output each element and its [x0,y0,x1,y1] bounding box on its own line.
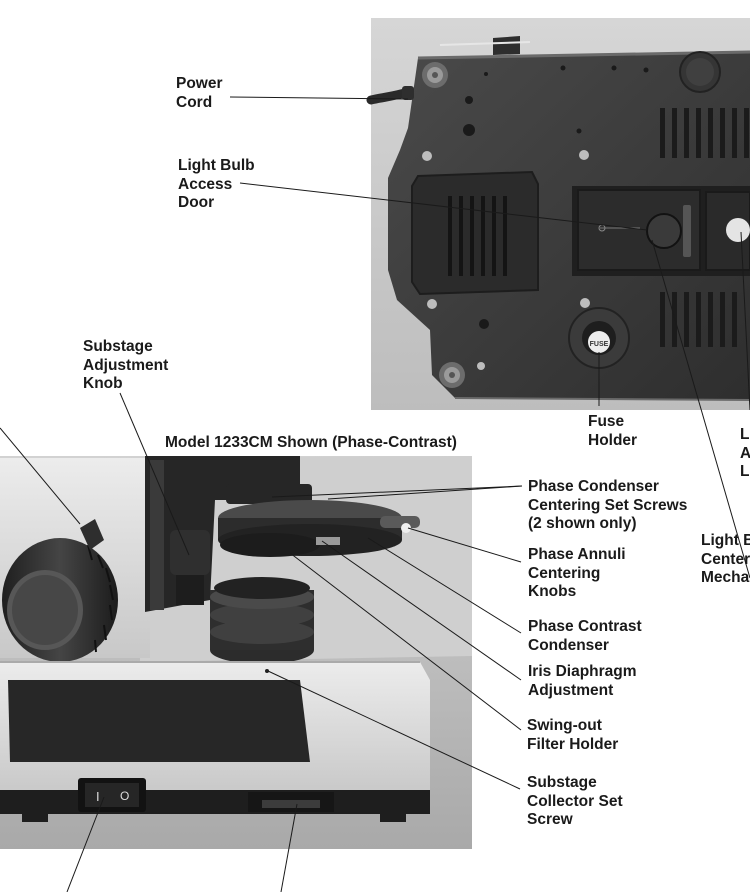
vents-lower-right [660,292,737,347]
callout-line: Mecha [701,569,750,586]
callout-line: Center [701,550,750,568]
callout-line: Condenser [528,636,609,654]
collector-stack [210,577,314,664]
vent-cover [411,170,539,296]
switch-off-symbol: O [120,789,129,803]
intensity-wheel [248,792,334,812]
callout-line: Access [178,175,233,193]
callout-line: Centering Set Screws [528,496,688,514]
focus-knob [2,538,118,662]
callout-line: Adjustment [528,681,614,699]
callout-substage-adjustment-knob: Substage Adjustment Knob [83,338,168,394]
leader-contrast-condenser [367,537,522,634]
leader-right-cut [740,231,750,411]
leader-lines [0,96,750,892]
callout-cut-right-upper: L A L [740,426,750,482]
callout-phase-condenser-screws: Phase Condenser Centering Set Screws (2 … [528,478,687,534]
callout-line: A [740,444,750,462]
callout-line: Substage [527,774,597,791]
callout-line: Phase Annuli [528,546,626,563]
callout-line: Filter Holder [527,735,619,753]
callout-line: Screw [527,811,573,828]
condenser-shape [218,484,420,557]
figure-caption: Model 1233CM Shown (Phase-Contrast) [165,434,457,451]
leader-filter-holder [289,552,522,731]
leader-bulb-door [239,182,648,231]
leader-substage-knob [119,392,190,556]
callout-line: Knob [83,375,123,392]
leader-collector-screw [267,670,521,790]
vents-upper-right [660,108,749,158]
callout-iris-diaphragm-adjustment: Iris Diaphragm Adjustment [528,663,637,700]
callout-line: Light B [701,532,750,549]
callout-light-bulb-access-door: Light Bulb Access Door [178,157,255,213]
callout-phase-annuli-knobs: Phase Annuli Centering Knobs [528,546,626,602]
callout-line: (2 shown only) [528,515,637,532]
callout-line: L [740,463,750,480]
callout-line: Cord [176,93,213,111]
substage-knob [80,519,210,605]
callout-line: Iris Diaphragm [528,663,637,680]
callout-line: Substage [83,338,153,355]
bottom-photo: I O [0,456,472,849]
leader-focus-knob [0,427,81,525]
callout-line: Phase Contrast [528,618,642,635]
leader-condenser-screw-a [271,485,523,498]
callout-line: Fuse [588,413,625,430]
callout-swing-out-filter-holder: Swing-out Filter Holder [527,717,618,754]
callout-substage-collector-screw: Substage Collector Set Screw [527,774,623,830]
fuse-holder-shape: FUSE [568,307,630,369]
leader-switch [66,796,105,892]
callout-phase-contrast-condenser: Phase Contrast Condenser [528,618,642,655]
callout-line: Swing-out [527,717,602,734]
top-photo: FUSE [366,18,750,410]
leader-wheel [280,803,298,892]
screw-bottom-left [439,362,465,388]
callout-line: Adjustment [83,356,169,374]
switch-on-symbol: I [96,789,100,804]
callout-line: Knobs [528,583,577,600]
leader-bulb-centering-mechanism [651,239,750,579]
base-housing [388,52,750,400]
callout-line: Collector Set [527,792,623,810]
callout-line: Holder [588,431,638,449]
callout-fuse-holder: Fuse Holder [588,413,637,450]
callout-line: L [740,426,750,443]
leader-condenser-screw-b [327,485,523,500]
screw-top-left [422,62,448,88]
callout-power-cord: Power Cord [176,75,223,112]
fuse-cap-text: FUSE [590,341,609,348]
callout-line: Power [176,75,223,92]
power-switch: I O [78,778,146,812]
callout-line: Light Bulb [178,157,255,174]
callout-cut-right-lower: Light B Center Mecha [701,532,750,588]
leader-iris-diaphragm [321,540,522,681]
white-base [0,661,430,822]
callout-line: Door [178,194,215,211]
leader-annuli-knobs [407,527,522,563]
callout-line: Centering [528,564,601,582]
bulb-access-door [572,186,750,276]
callout-line: Phase Condenser [528,478,659,495]
leader-power-cord [229,96,409,100]
